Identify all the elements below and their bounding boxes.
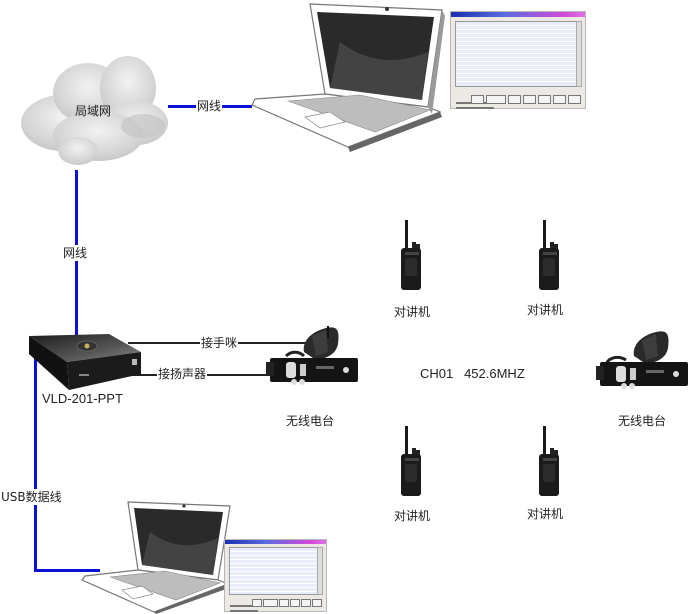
mic-cable-label: 接手咪	[200, 336, 239, 350]
gateway-label: VLD-201-PPT	[42, 391, 123, 406]
radio-left-label: 无线电台	[286, 414, 335, 428]
lan-to-gateway-cable-label: 网线	[63, 245, 88, 261]
laptop-icon	[251, 3, 445, 152]
lan-label: 局域网	[75, 104, 112, 118]
walkie-talkie-icon	[401, 426, 421, 496]
mobile-radio-icon	[266, 326, 358, 385]
lan-to-laptop-cable-label: 网线	[196, 99, 223, 113]
gateway-to-laptop-usb-cable-horizontal	[34, 569, 100, 572]
cloud-icon	[21, 56, 168, 165]
walkie-3-label: 对讲机	[394, 509, 431, 523]
laptop-icon	[81, 501, 231, 614]
gateway-to-laptop-usb-cable	[34, 355, 37, 570]
channel-frequency-label: CH01 452.6MHZ	[420, 366, 525, 381]
software-window-thumbnail	[224, 539, 327, 612]
mobile-radio-icon	[596, 331, 688, 389]
walkie-talkie-icon	[401, 220, 421, 290]
walkie-talkie-icon	[539, 220, 559, 290]
radio-right-label: 无线电台	[618, 414, 667, 428]
speaker-cable-label: 接扬声器	[157, 367, 208, 381]
walkie-1-label: 对讲机	[394, 305, 431, 319]
usb-cable-label: USB数据线	[1, 489, 62, 505]
walkie-talkie-icon	[539, 426, 559, 496]
walkie-4-label: 对讲机	[527, 507, 564, 521]
software-window-thumbnail	[450, 11, 586, 109]
gateway-box-icon	[29, 334, 141, 390]
walkie-2-label: 对讲机	[527, 303, 564, 317]
